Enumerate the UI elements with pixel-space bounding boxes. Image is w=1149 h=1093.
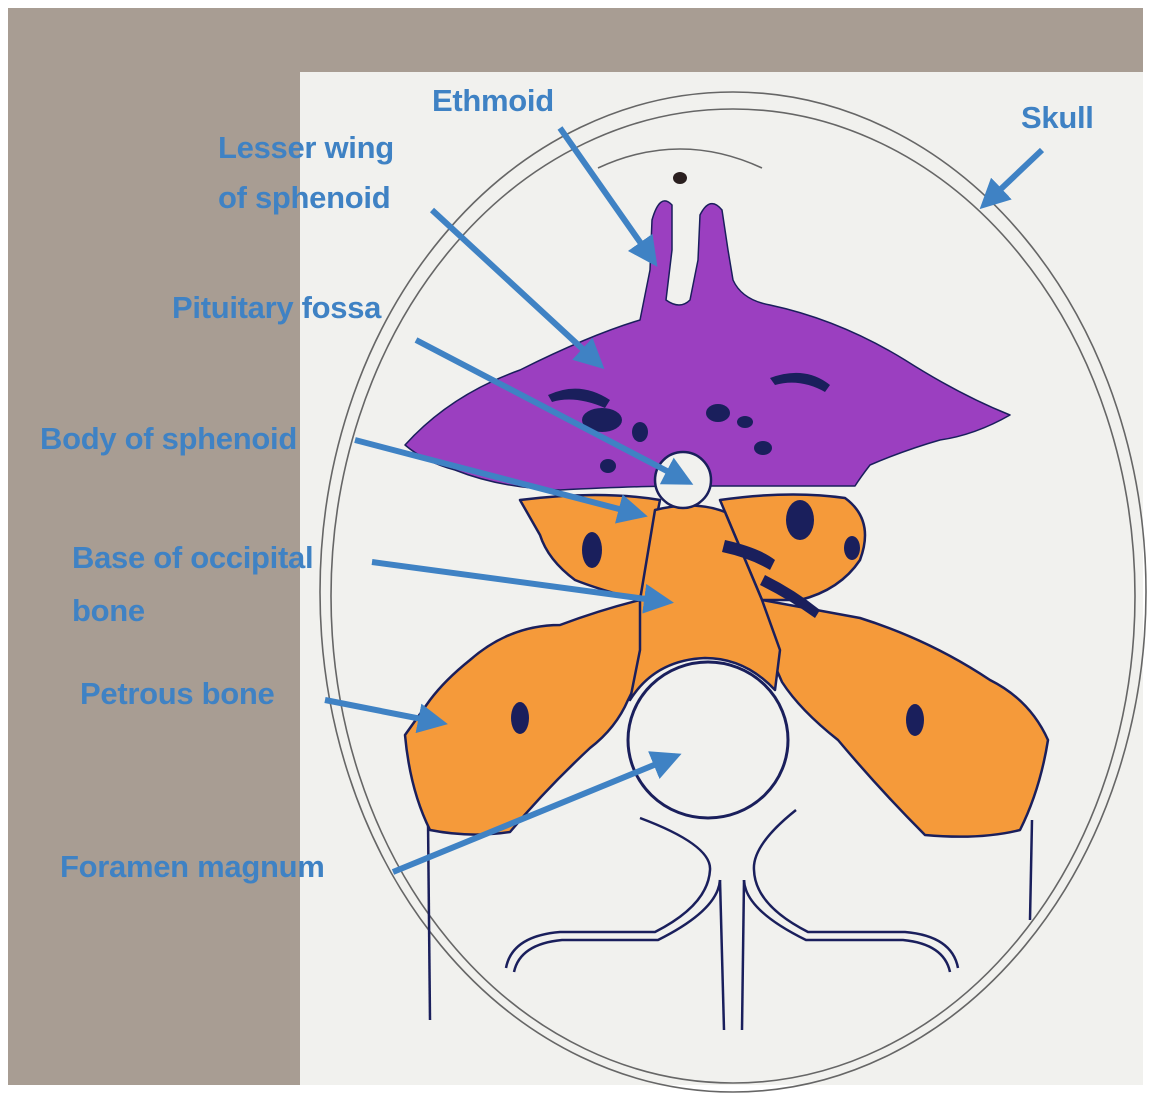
label-lesser-wing-line2: of sphenoid [218, 180, 390, 215]
label-pituitary-fossa: Pituitary fossa [172, 290, 382, 325]
label-lesser-wing-line1: Lesser wing [218, 130, 394, 165]
label-petrous-bone: Petrous bone [80, 676, 275, 711]
label-base-occipital-line2: bone [72, 593, 145, 628]
label-base-occipital-line1: Base of occipital [72, 540, 313, 575]
foramen-magnum [628, 662, 788, 818]
label-body-of-sphenoid: Body of sphenoid [40, 421, 297, 456]
label-foramen-magnum: Foramen magnum [60, 849, 325, 884]
ink-dot [673, 172, 687, 184]
label-skull: Skull [1021, 100, 1094, 135]
label-ethmoid: Ethmoid [432, 83, 554, 118]
